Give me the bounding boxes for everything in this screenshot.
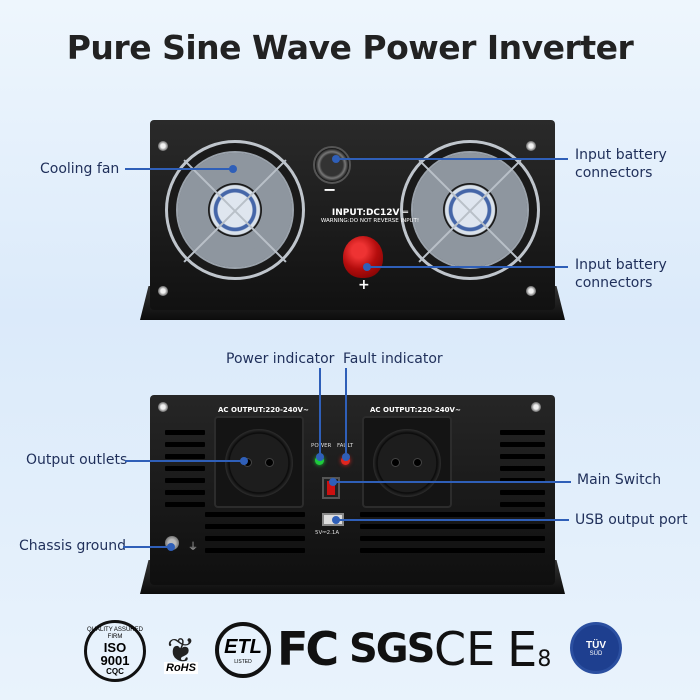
callout-line: [333, 481, 571, 483]
ac-output-label-left: AC OUTPUT:220-240V~: [218, 406, 309, 414]
fcc-logo: FC: [277, 622, 339, 676]
cooling-fan-left-icon: [165, 140, 305, 280]
vent-slot: [165, 430, 205, 435]
callout-dot: [240, 457, 248, 465]
sgs-logo: SGS: [349, 626, 435, 672]
callout-chassis-ground: Chassis ground: [19, 538, 126, 554]
callout-cooling-fan: Cooling fan: [40, 161, 120, 177]
callout-dot: [229, 165, 237, 173]
output-outlet-left[interactable]: [214, 416, 304, 508]
callout-line: [336, 519, 569, 521]
cqc-text: CQC: [106, 666, 124, 676]
vent-slot: [500, 454, 545, 459]
callout-input-negative: Input battery connectors: [575, 147, 667, 181]
iso-ring-text: QUALITY ASSURED FIRM: [87, 626, 143, 640]
page-title: Pure Sine Wave Power Inverter: [66, 28, 634, 67]
negative-sign: −: [323, 180, 337, 199]
tuv-text: TÜV: [586, 639, 606, 651]
vent-slot: [165, 466, 205, 471]
input-rating-text: INPUT:DC12V ═: [331, 208, 409, 218]
vent-slot: [165, 442, 205, 447]
output-outlet-right[interactable]: [362, 416, 452, 508]
reverse-warning-text: WARNING:DO NOT REVERSE INPUT!: [320, 218, 420, 224]
callout-dot: [316, 453, 324, 461]
positive-terminal: [343, 236, 383, 278]
vent-slot: [360, 524, 545, 529]
callout-input-positive: Input battery connectors: [575, 257, 667, 291]
ce-logo: CE: [434, 622, 496, 676]
iso-text: ISO 9001: [100, 639, 130, 668]
screw: [158, 141, 168, 151]
callout-main-switch: Main Switch: [577, 472, 662, 488]
vent-slot: [500, 430, 545, 435]
vent-slot: [500, 502, 545, 507]
e-mark-number: 8: [537, 647, 552, 672]
socket-pin: [265, 458, 274, 467]
etl-listed-text: LISTED: [234, 658, 252, 665]
ground-symbol-icon: ⏚: [188, 542, 198, 553]
positive-sign: +: [358, 277, 370, 293]
socket-pin: [391, 458, 400, 467]
callout-dot: [342, 453, 350, 461]
tuv-sub-text: SÜD: [589, 650, 603, 657]
callout-dot: [329, 478, 337, 486]
etl-text: ETL: [224, 635, 262, 658]
cooling-fan-right-icon: [400, 140, 540, 280]
callout-usb-port: USB output port: [575, 512, 688, 528]
vent-slot: [165, 478, 205, 483]
vent-slot: [500, 442, 545, 447]
vent-slot: [360, 548, 545, 553]
vent-slot: [165, 490, 205, 495]
e8-logo: E8: [507, 622, 551, 678]
screw: [526, 141, 536, 151]
negative-terminal: [313, 146, 351, 184]
rohs-text: RoHS: [164, 662, 198, 674]
tuv-sud-logo: TÜV SÜD: [570, 622, 622, 674]
callout-output-outlets: Output outlets: [26, 452, 128, 468]
screw: [158, 286, 168, 296]
callout-line: [125, 460, 243, 462]
vent-slot: [500, 478, 545, 483]
vent-slot: [360, 512, 545, 517]
callout-dot: [167, 543, 175, 551]
rohs-logo: ❦ RoHS: [154, 624, 208, 678]
screw: [531, 402, 541, 412]
vent-slot: [500, 466, 545, 471]
usb-spec-label: 5V⎓2.1A: [315, 530, 340, 536]
etl-logo: ETL LISTED: [215, 622, 271, 678]
screw: [526, 286, 536, 296]
callout-line: [319, 368, 321, 456]
callout-fault-indicator: Fault indicator: [343, 351, 443, 367]
callout-line: [125, 168, 233, 170]
iso9001-cqc-logo: QUALITY ASSURED FIRM ISO 9001 CQC: [84, 620, 146, 682]
vent-slot: [205, 524, 305, 529]
bottom-inverter-panel: [150, 395, 555, 585]
vent-slot: [205, 548, 305, 553]
vent-slot: [500, 490, 545, 495]
vent-slot: [205, 536, 305, 541]
callout-line: [368, 266, 568, 268]
callout-dot: [332, 516, 340, 524]
callout-line: [345, 368, 347, 456]
callout-line: [123, 546, 171, 548]
socket-pin: [413, 458, 422, 467]
certification-logos: QUALITY ASSURED FIRM ISO 9001 CQC ❦ RoHS…: [82, 618, 622, 688]
screw: [158, 402, 168, 412]
vent-slot: [165, 454, 205, 459]
socket-face: [373, 429, 441, 497]
vent-slot: [165, 502, 205, 507]
e-mark-text: E: [507, 622, 538, 678]
callout-power-indicator: Power indicator: [226, 351, 335, 367]
input-rating-label: INPUT:DC12V ═ WARNING:DO NOT REVERSE INP…: [312, 208, 428, 224]
socket-face: [225, 429, 293, 497]
ac-output-label-right: AC OUTPUT:220-240V~: [370, 406, 461, 414]
vent-slot: [205, 512, 305, 517]
power-led-label: POWER: [311, 443, 332, 449]
callout-line: [337, 158, 568, 160]
callout-dot: [332, 155, 340, 163]
callout-dot: [363, 263, 371, 271]
vent-slot: [360, 536, 545, 541]
